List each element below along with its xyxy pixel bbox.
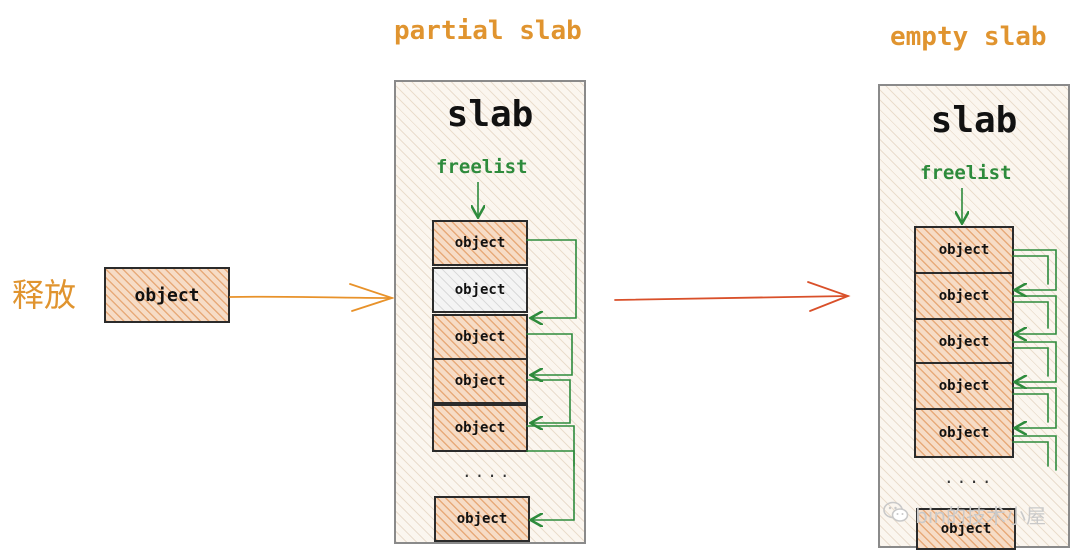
wechat-icon bbox=[883, 501, 909, 528]
release-arrow bbox=[229, 283, 395, 312]
empty-free-links bbox=[1012, 249, 1057, 471]
partial-slab-title: slab bbox=[446, 94, 534, 135]
watermark: bin的技术小屋 bbox=[883, 500, 1046, 529]
partial-free-links bbox=[526, 239, 577, 520]
partial-object-5: object bbox=[432, 404, 528, 452]
empty-freelist-label: freelist bbox=[920, 162, 1012, 184]
empty-slab-title: slab bbox=[930, 100, 1018, 141]
empty-object-5: object bbox=[914, 408, 1014, 458]
empty-object-last: object bbox=[916, 508, 1016, 550]
empty-slab-heading: empty slab bbox=[890, 22, 1047, 52]
partial-object-1: object bbox=[432, 220, 528, 266]
partial-object-last: object bbox=[434, 496, 530, 542]
partial-object-3: object bbox=[432, 314, 528, 360]
transition-arrow bbox=[614, 281, 851, 312]
empty-object-2: object bbox=[914, 272, 1014, 320]
partial-slab-heading: partial slab bbox=[394, 16, 582, 46]
released-object: object bbox=[104, 267, 230, 323]
partial-object-2-free: object bbox=[432, 267, 528, 313]
partial-freelist-label: freelist bbox=[436, 156, 528, 178]
empty-ellipsis: .... bbox=[944, 468, 995, 487]
partial-object-4: object bbox=[432, 358, 528, 404]
empty-slab-box: slab bbox=[878, 84, 1070, 548]
release-label: 释放 bbox=[12, 276, 77, 314]
watermark-text: bin的技术小屋 bbox=[915, 504, 1046, 528]
partial-ellipsis: .... bbox=[462, 462, 513, 481]
